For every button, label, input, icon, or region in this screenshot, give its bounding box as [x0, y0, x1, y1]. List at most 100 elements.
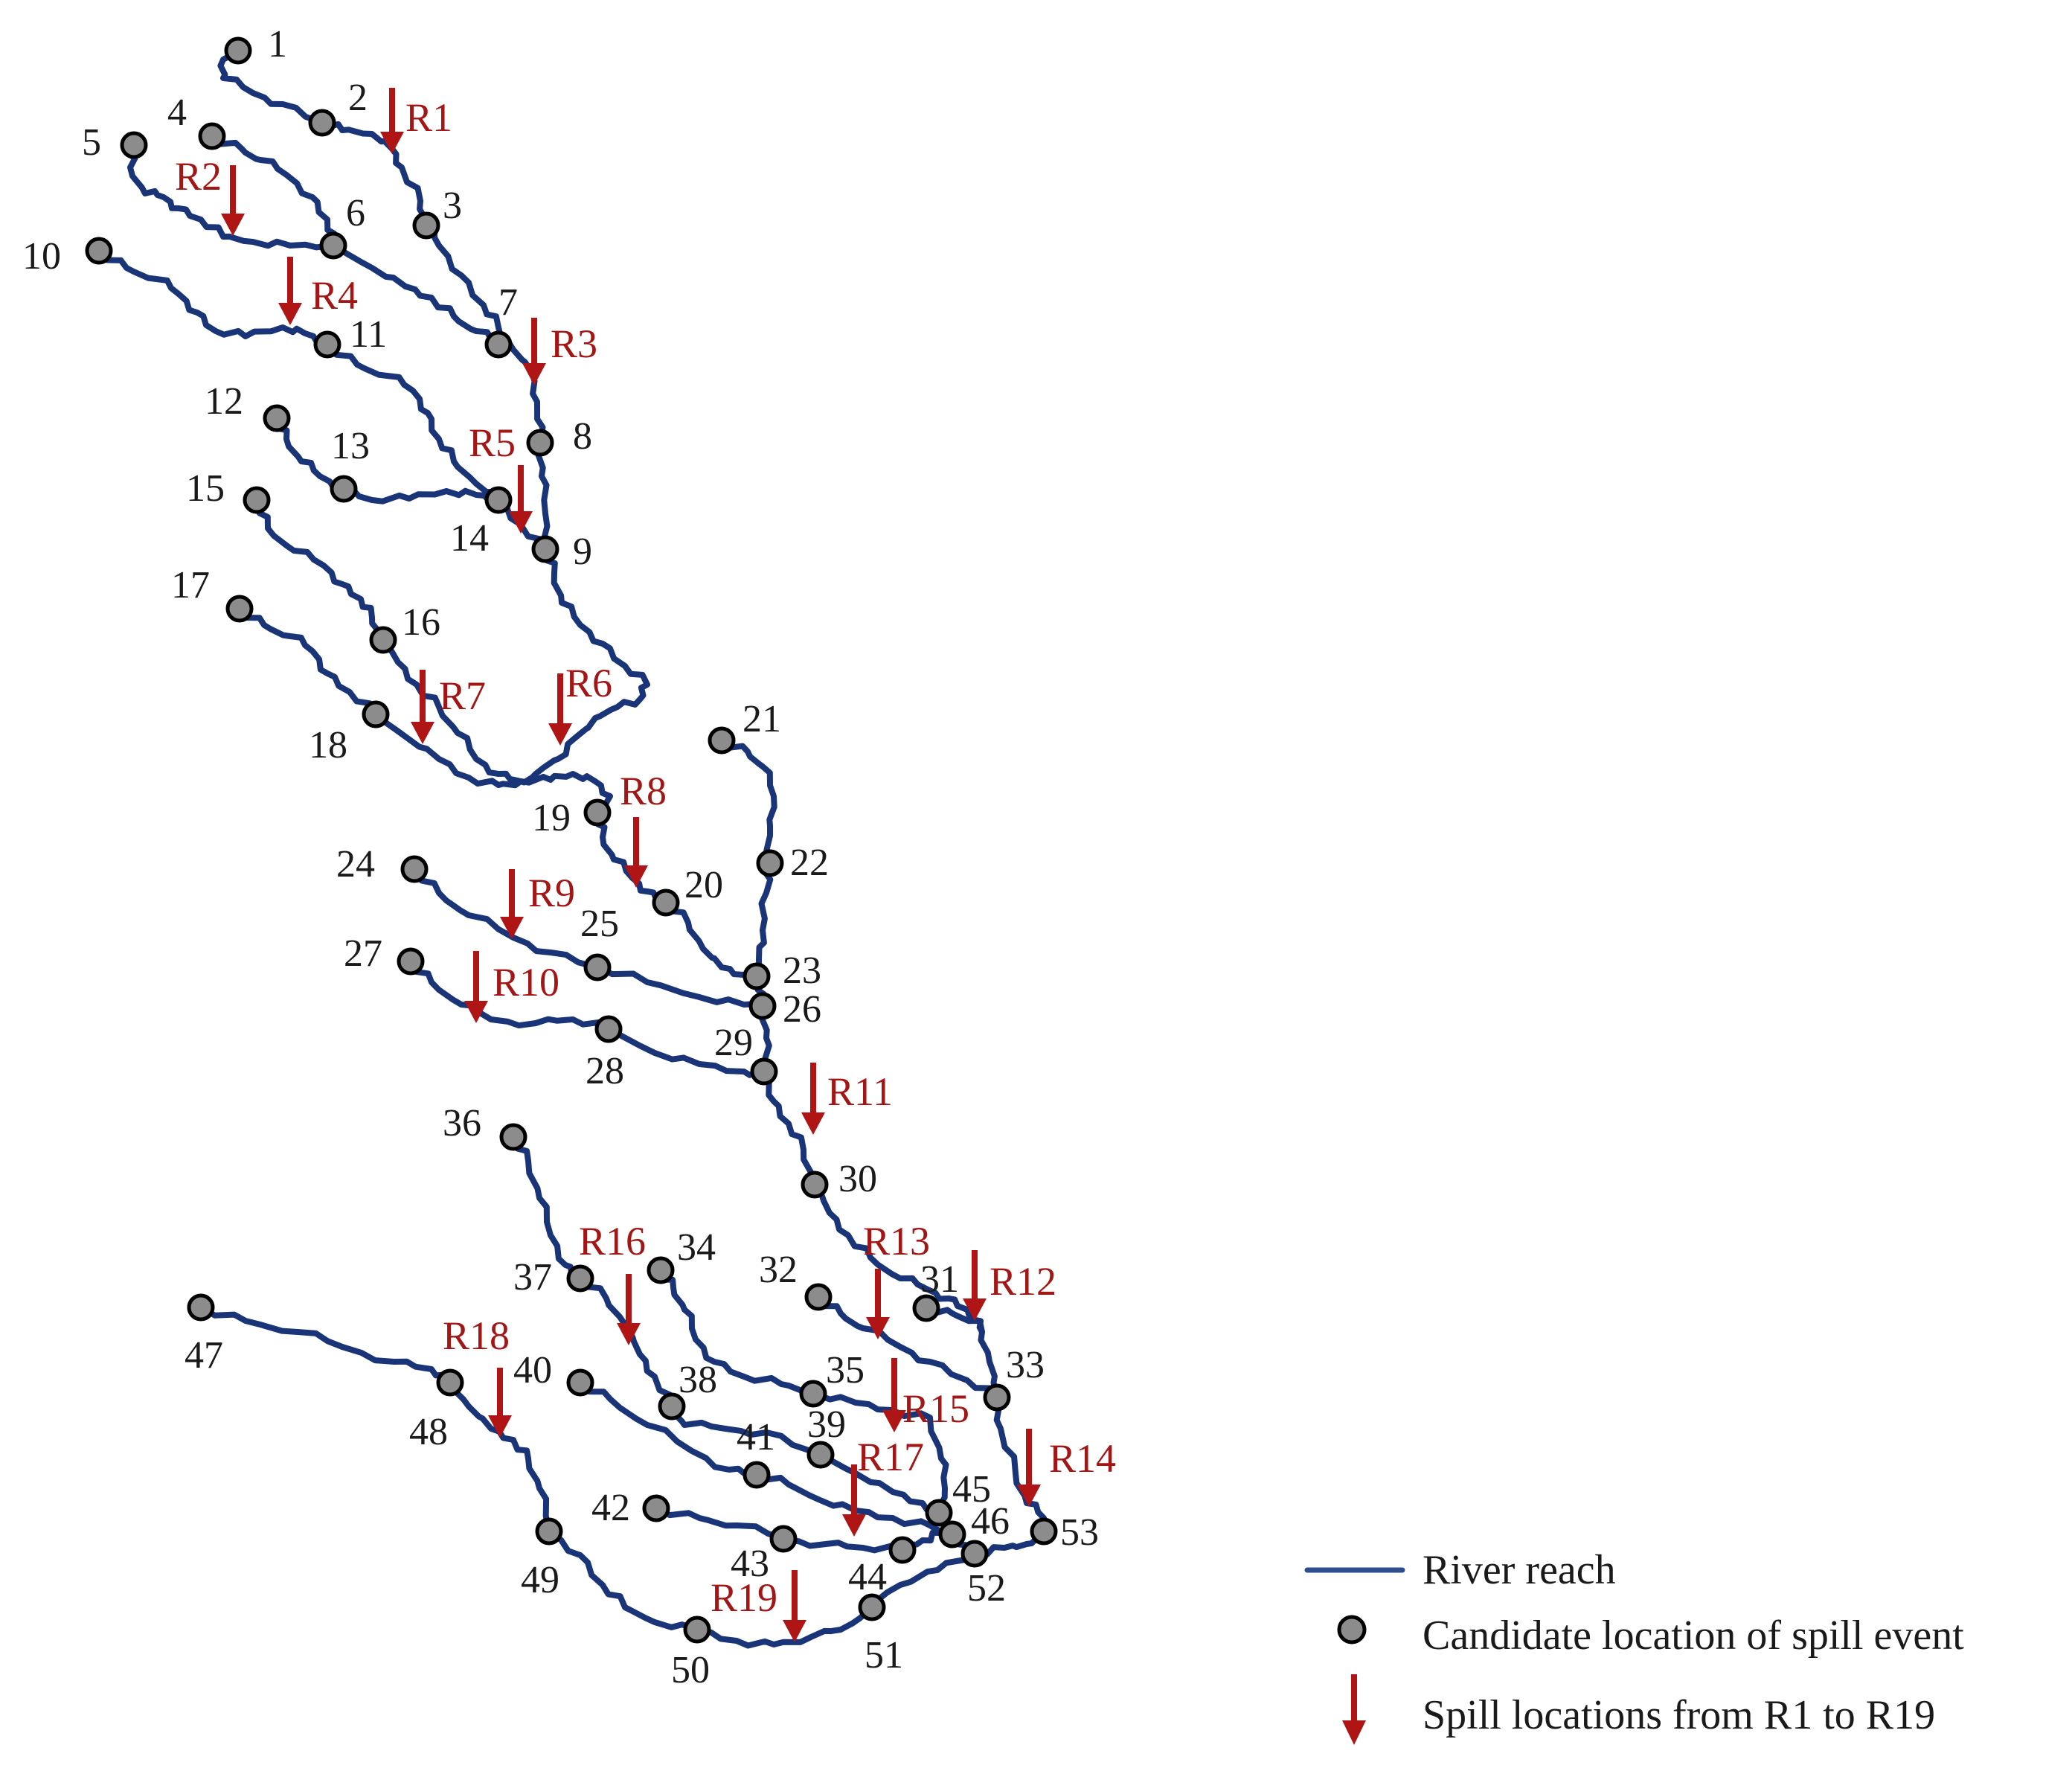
candidate-node-41: 41	[737, 1416, 775, 1489]
candidate-node-marker	[499, 1123, 527, 1151]
candidate-node-marker	[362, 700, 390, 728]
candidate-node-marker	[1030, 1517, 1058, 1546]
candidate-node-44: 44	[848, 1536, 917, 1598]
spill-marker-r11: R11	[801, 1063, 893, 1135]
spill-markers: R1R2R3R4R5R6R7R8R9R10R11R12R13R14R15R16R…	[175, 88, 1116, 1642]
candidate-node-46: 46	[938, 1500, 1010, 1549]
spill-marker-r18: R18	[443, 1313, 512, 1438]
candidate-node-53: 53	[1030, 1511, 1099, 1554]
spill-marker-r9: R9	[500, 869, 575, 939]
river-reach-17	[577, 1380, 955, 1537]
spill-arrow-head-icon	[509, 511, 533, 534]
candidate-node-30: 30	[801, 1158, 877, 1200]
candidate-node-28: 28	[586, 1015, 624, 1092]
spill-arrow-head-icon	[411, 722, 434, 744]
candidate-node-marker	[263, 404, 291, 432]
legend-candidate-label: Candidate location of spill event	[1423, 1613, 1964, 1659]
spill-marker-r14: R14	[1017, 1429, 1116, 1507]
spill-label: R3	[551, 321, 597, 366]
candidate-node-marker	[484, 330, 513, 359]
legend-spill-label: Spill locations from R1 to R19	[1423, 1692, 1935, 1738]
candidate-node-label: 1	[268, 23, 287, 65]
candidate-node-label: 34	[677, 1226, 716, 1269]
candidate-node-marker	[742, 1461, 771, 1489]
candidate-node-marker	[120, 131, 148, 159]
spill-arrow-head-icon	[1017, 1485, 1041, 1507]
candidate-node-38: 38	[658, 1359, 717, 1421]
candidate-node-label: 40	[513, 1349, 552, 1392]
candidate-node-48: 48	[409, 1368, 464, 1453]
candidate-node-32: 32	[759, 1249, 833, 1311]
spill-label: R15	[902, 1386, 969, 1431]
candidate-node-marker	[769, 1525, 798, 1553]
candidate-node-5: 5	[82, 121, 148, 164]
spill-arrow-head-icon	[963, 1298, 987, 1321]
spill-arrow-head-icon	[624, 865, 648, 888]
spill-arrow-head-icon	[783, 1620, 806, 1642]
candidate-node-label: 33	[1006, 1344, 1045, 1386]
candidate-node-label: 45	[952, 1468, 991, 1511]
spill-marker-r13: R13	[863, 1219, 930, 1339]
candidate-node-marker	[313, 330, 341, 359]
legend-spill-arrow-icon	[1342, 1674, 1366, 1745]
candidate-node-marker	[400, 855, 429, 883]
river-reach-4	[96, 248, 548, 552]
candidate-node-label: 22	[790, 842, 829, 884]
legend-candidate-swatch	[1337, 1615, 1367, 1644]
candidate-node-label: 16	[402, 601, 440, 644]
spill-marker-r19: R19	[711, 1570, 806, 1642]
candidate-node-label: 37	[513, 1256, 552, 1298]
spill-label: R18	[443, 1313, 510, 1358]
candidate-node-label: 25	[580, 903, 619, 945]
candidate-node-marker	[658, 1392, 686, 1421]
candidate-node-marker	[412, 211, 440, 240]
spill-marker-r5: R5	[469, 420, 533, 534]
spill-arrow-head-icon	[866, 1317, 890, 1339]
candidate-node-34: 34	[647, 1226, 716, 1284]
candidate-node-marker	[397, 947, 425, 976]
candidate-nodes: 1234567891011121314151617181920212223242…	[22, 23, 1099, 1691]
candidate-node-label: 14	[450, 517, 489, 560]
candidate-node-marker	[806, 1441, 835, 1469]
candidate-node-label: 28	[586, 1050, 624, 1092]
candidate-node-marker	[583, 953, 612, 981]
candidate-node-label: 5	[82, 121, 101, 164]
candidate-node-label: 46	[971, 1500, 1010, 1543]
spill-label: R9	[528, 871, 575, 915]
candidate-node-label: 27	[344, 932, 382, 975]
candidate-node-label: 49	[521, 1559, 559, 1601]
candidate-node-8: 8	[526, 415, 592, 458]
spill-arrow-head-icon	[617, 1323, 641, 1345]
spill-label: R19	[711, 1575, 777, 1620]
candidate-node-marker	[750, 1057, 778, 1086]
candidate-node-label: 10	[22, 235, 61, 278]
candidate-node-24: 24	[336, 843, 429, 886]
candidate-node-label: 48	[409, 1411, 448, 1453]
candidate-node-label: 42	[591, 1487, 630, 1529]
candidate-node-4: 4	[167, 92, 226, 150]
spill-marker-r16: R16	[579, 1219, 646, 1345]
candidate-node-label: 38	[679, 1359, 717, 1401]
candidate-node-marker	[224, 36, 252, 65]
candidate-node-6: 6	[319, 192, 365, 260]
candidate-node-marker	[799, 1380, 827, 1408]
candidate-node-label: 13	[331, 425, 370, 467]
candidate-node-label: 29	[714, 1022, 753, 1064]
candidate-node-marker	[960, 1540, 989, 1568]
candidate-node-51: 51	[858, 1593, 903, 1676]
candidate-node-label: 18	[309, 724, 347, 766]
candidate-node-label: 15	[186, 467, 225, 510]
candidate-node-label: 17	[171, 564, 210, 606]
spill-marker-r2: R2	[175, 154, 245, 236]
river-reach-12	[408, 958, 767, 1078]
spill-arrow-head-icon	[522, 363, 546, 385]
candidate-node-marker	[708, 726, 736, 755]
candidate-node-label: 26	[783, 988, 821, 1031]
candidate-node-marker	[330, 475, 358, 503]
spill-arrow-head-icon	[278, 303, 302, 325]
candidate-node-marker	[912, 1294, 940, 1322]
candidate-node-label: 12	[205, 380, 243, 423]
spill-label: R14	[1049, 1436, 1116, 1481]
candidate-node-47: 47	[185, 1293, 223, 1377]
candidate-node-marker	[85, 237, 113, 265]
